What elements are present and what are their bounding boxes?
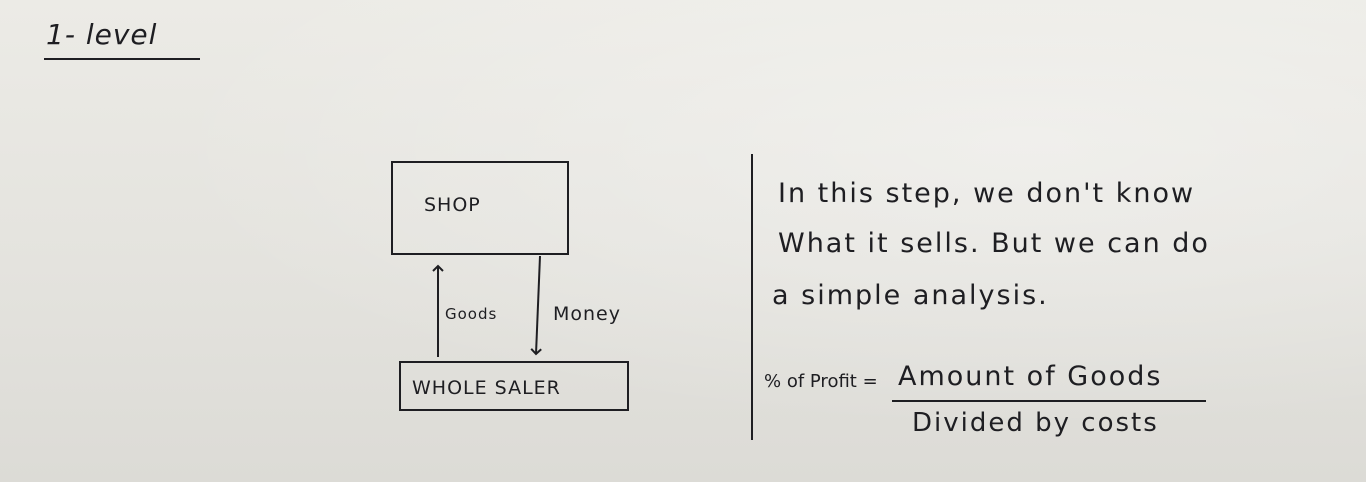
heading-underline: [44, 58, 200, 60]
note-line-1: In this step, we don't know: [778, 178, 1196, 209]
wholesaler-box: [399, 361, 629, 411]
money-arrow: [530, 255, 542, 356]
shop-box-label: SHOP: [424, 194, 481, 216]
page-heading: 1- level: [46, 18, 158, 51]
formula-prefix: % of Profit =: [764, 371, 878, 392]
formula-fraction-bar: [892, 400, 1206, 402]
formula-denominator: Divided by costs: [912, 408, 1159, 438]
wholesaler-box-label: WHOLE SALER: [412, 377, 561, 399]
note-line-3: a simple analysis.: [772, 280, 1049, 311]
formula-numerator: Amount of Goods: [898, 361, 1163, 392]
note-line-2: What it sells. But we can do: [778, 228, 1210, 259]
shop-box: [391, 161, 569, 255]
goods-arrow-label: Goods: [445, 305, 497, 323]
vertical-divider: [751, 154, 753, 440]
money-arrow-label: Money: [553, 303, 621, 325]
